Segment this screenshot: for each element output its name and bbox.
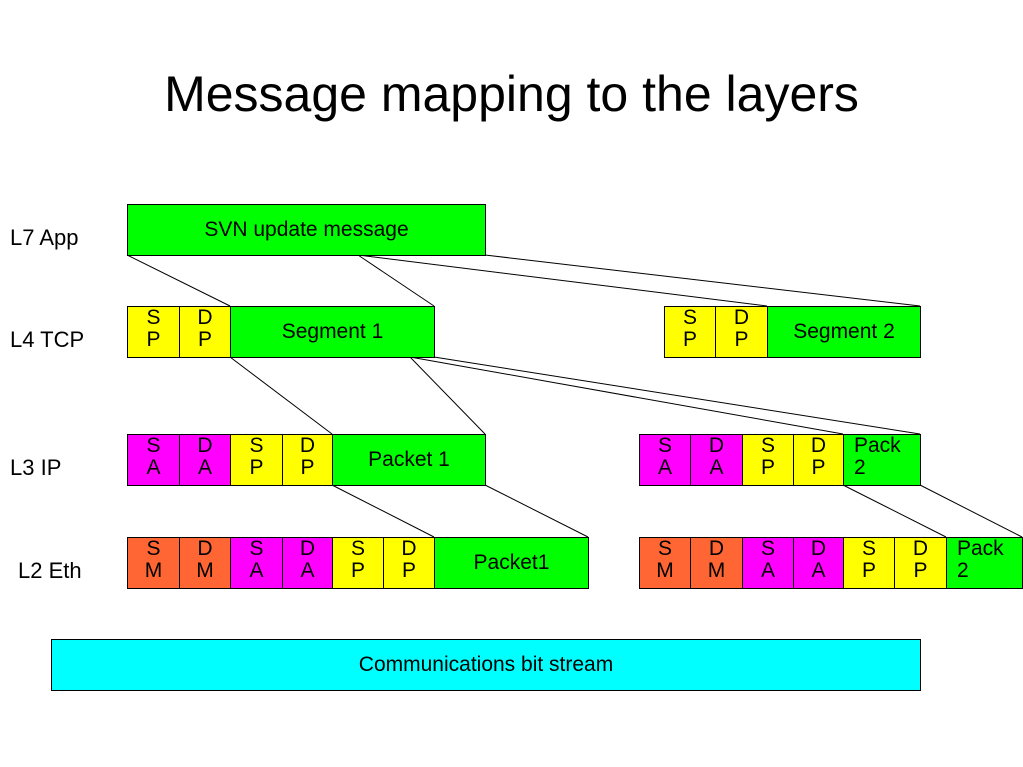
layer-label-l2: L2 Eth (18, 558, 82, 583)
destination-port-field: D P (383, 537, 435, 589)
mapping-line (433, 356, 921, 435)
destination-address-field: D A (793, 537, 844, 589)
segment-1-payload: Segment 1 (230, 306, 435, 358)
destination-mac-field: D M (179, 537, 231, 589)
source-port-field: S P (127, 306, 180, 358)
mapping-line (331, 484, 435, 538)
source-port-field: S P (230, 434, 283, 486)
destination-port-field: D P (793, 434, 844, 486)
communications-bit-stream: Communications bit stream (51, 639, 921, 691)
mapping-line (229, 356, 333, 435)
destination-port-field: D P (715, 306, 768, 358)
destination-port-field: D P (282, 434, 333, 486)
mapping-line (357, 254, 435, 307)
source-port-field: S P (843, 537, 895, 589)
source-port-field: S P (742, 434, 794, 486)
source-address-field: S A (742, 537, 794, 589)
mapping-line (484, 484, 589, 538)
layer-label-l4: L4 TCP (10, 327, 85, 352)
mapping-line (409, 356, 844, 435)
segment-2-payload: Segment 2 (767, 306, 921, 358)
source-address-field: S A (127, 434, 180, 486)
mapping-line (357, 254, 768, 307)
mapping-line (484, 254, 921, 307)
destination-port-field: D P (894, 537, 947, 589)
packet-2-payload: Pack 2 (843, 434, 921, 486)
layer-label-l7: L7 App (10, 225, 79, 250)
mapping-line (409, 356, 486, 435)
destination-mac-field: D M (690, 537, 743, 589)
page-title: Message mapping to the layers (164, 66, 859, 122)
source-port-field: S P (332, 537, 384, 589)
svn-update-message: SVN update message (127, 204, 486, 256)
source-address-field: S A (639, 434, 691, 486)
destination-address-field: D A (179, 434, 231, 486)
destination-port-field: D P (179, 306, 231, 358)
destination-address-field: D A (690, 434, 743, 486)
layer-label-l3: L3 IP (10, 455, 62, 480)
mapping-line (842, 484, 947, 538)
frame-1-payload: Packet1 (434, 537, 589, 589)
source-mac-field: S M (127, 537, 180, 589)
mapping-line (126, 254, 231, 307)
source-mac-field: S M (639, 537, 691, 589)
source-port-field: S P (664, 306, 716, 358)
source-address-field: S A (230, 537, 283, 589)
mapping-line (919, 484, 1023, 538)
packet-1-payload: Packet 1 (332, 434, 486, 486)
frame-2-payload: Pack 2 (946, 537, 1023, 589)
destination-address-field: D A (282, 537, 333, 589)
